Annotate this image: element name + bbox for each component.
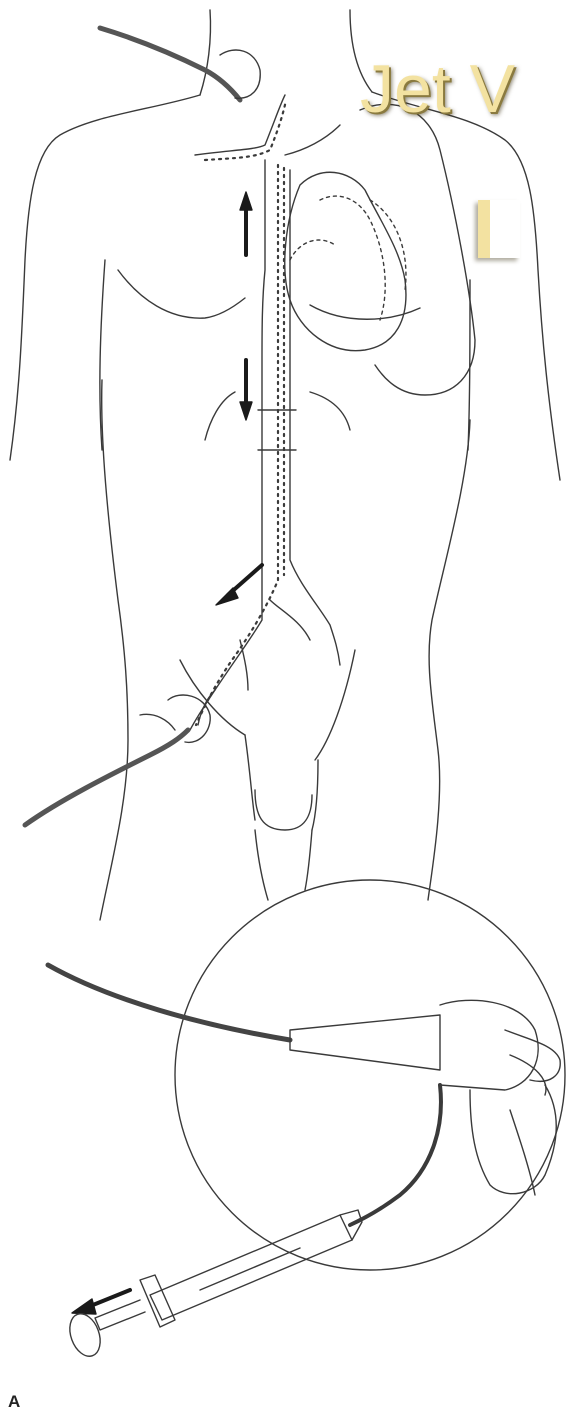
arrow-diag-head bbox=[216, 588, 238, 605]
groin-left bbox=[245, 735, 255, 820]
panel-label: A bbox=[8, 1392, 20, 1412]
heart-dash bbox=[370, 200, 406, 290]
hand-fingers bbox=[505, 1030, 560, 1095]
heart-inner bbox=[320, 196, 385, 320]
inset-catheter bbox=[48, 965, 290, 1040]
syringe-flange bbox=[140, 1275, 175, 1327]
hand-wrist bbox=[510, 1110, 535, 1195]
extension-tube bbox=[350, 1085, 441, 1225]
lower-catheter bbox=[25, 730, 188, 825]
left-torso bbox=[100, 380, 128, 920]
right-leg bbox=[305, 830, 312, 890]
left-leg bbox=[255, 830, 268, 900]
syringe-barrel bbox=[150, 1215, 352, 1320]
left-pectoral bbox=[118, 270, 245, 318]
inset-circle bbox=[175, 880, 565, 1270]
neck-left bbox=[200, 10, 211, 95]
upper-suture bbox=[220, 50, 260, 98]
lower-suture bbox=[168, 695, 210, 742]
inset-device bbox=[48, 880, 565, 1360]
aorta-left-wall bbox=[190, 160, 265, 730]
arrow-syringe-head bbox=[72, 1299, 96, 1314]
left-shoulder bbox=[10, 95, 200, 460]
pelvis-line-right bbox=[315, 650, 355, 760]
rib-line-left bbox=[205, 392, 235, 440]
heart-lung bbox=[285, 104, 475, 395]
syringe-plunger bbox=[95, 1300, 145, 1330]
iliac-inner bbox=[270, 600, 310, 640]
heart-outline bbox=[285, 172, 406, 350]
lung-outline bbox=[360, 104, 475, 395]
right-shoulder bbox=[372, 92, 560, 480]
aorta bbox=[190, 95, 340, 730]
genital bbox=[255, 790, 312, 830]
upper-catheter bbox=[100, 28, 240, 100]
slide-title: Jet V bbox=[360, 50, 515, 128]
connector-body bbox=[290, 1015, 440, 1070]
lower-suture-2 bbox=[140, 714, 175, 730]
catheter bbox=[25, 28, 260, 825]
arrow-down-head bbox=[240, 402, 252, 420]
device-handle bbox=[440, 1000, 538, 1090]
pelvis-line-left bbox=[180, 660, 245, 735]
hand-grip bbox=[470, 1085, 556, 1194]
arch-branch-right bbox=[285, 125, 340, 155]
slide-title-line2-fragment bbox=[478, 200, 520, 258]
right-torso bbox=[428, 420, 470, 900]
arrow-up-head bbox=[240, 192, 252, 210]
heart-chamber bbox=[290, 240, 335, 260]
arrow-syringe bbox=[88, 1290, 130, 1307]
arch-dots bbox=[205, 100, 286, 160]
groin-right bbox=[312, 760, 318, 830]
plunger-thumb bbox=[64, 1310, 105, 1361]
rib-line-right bbox=[310, 392, 350, 430]
